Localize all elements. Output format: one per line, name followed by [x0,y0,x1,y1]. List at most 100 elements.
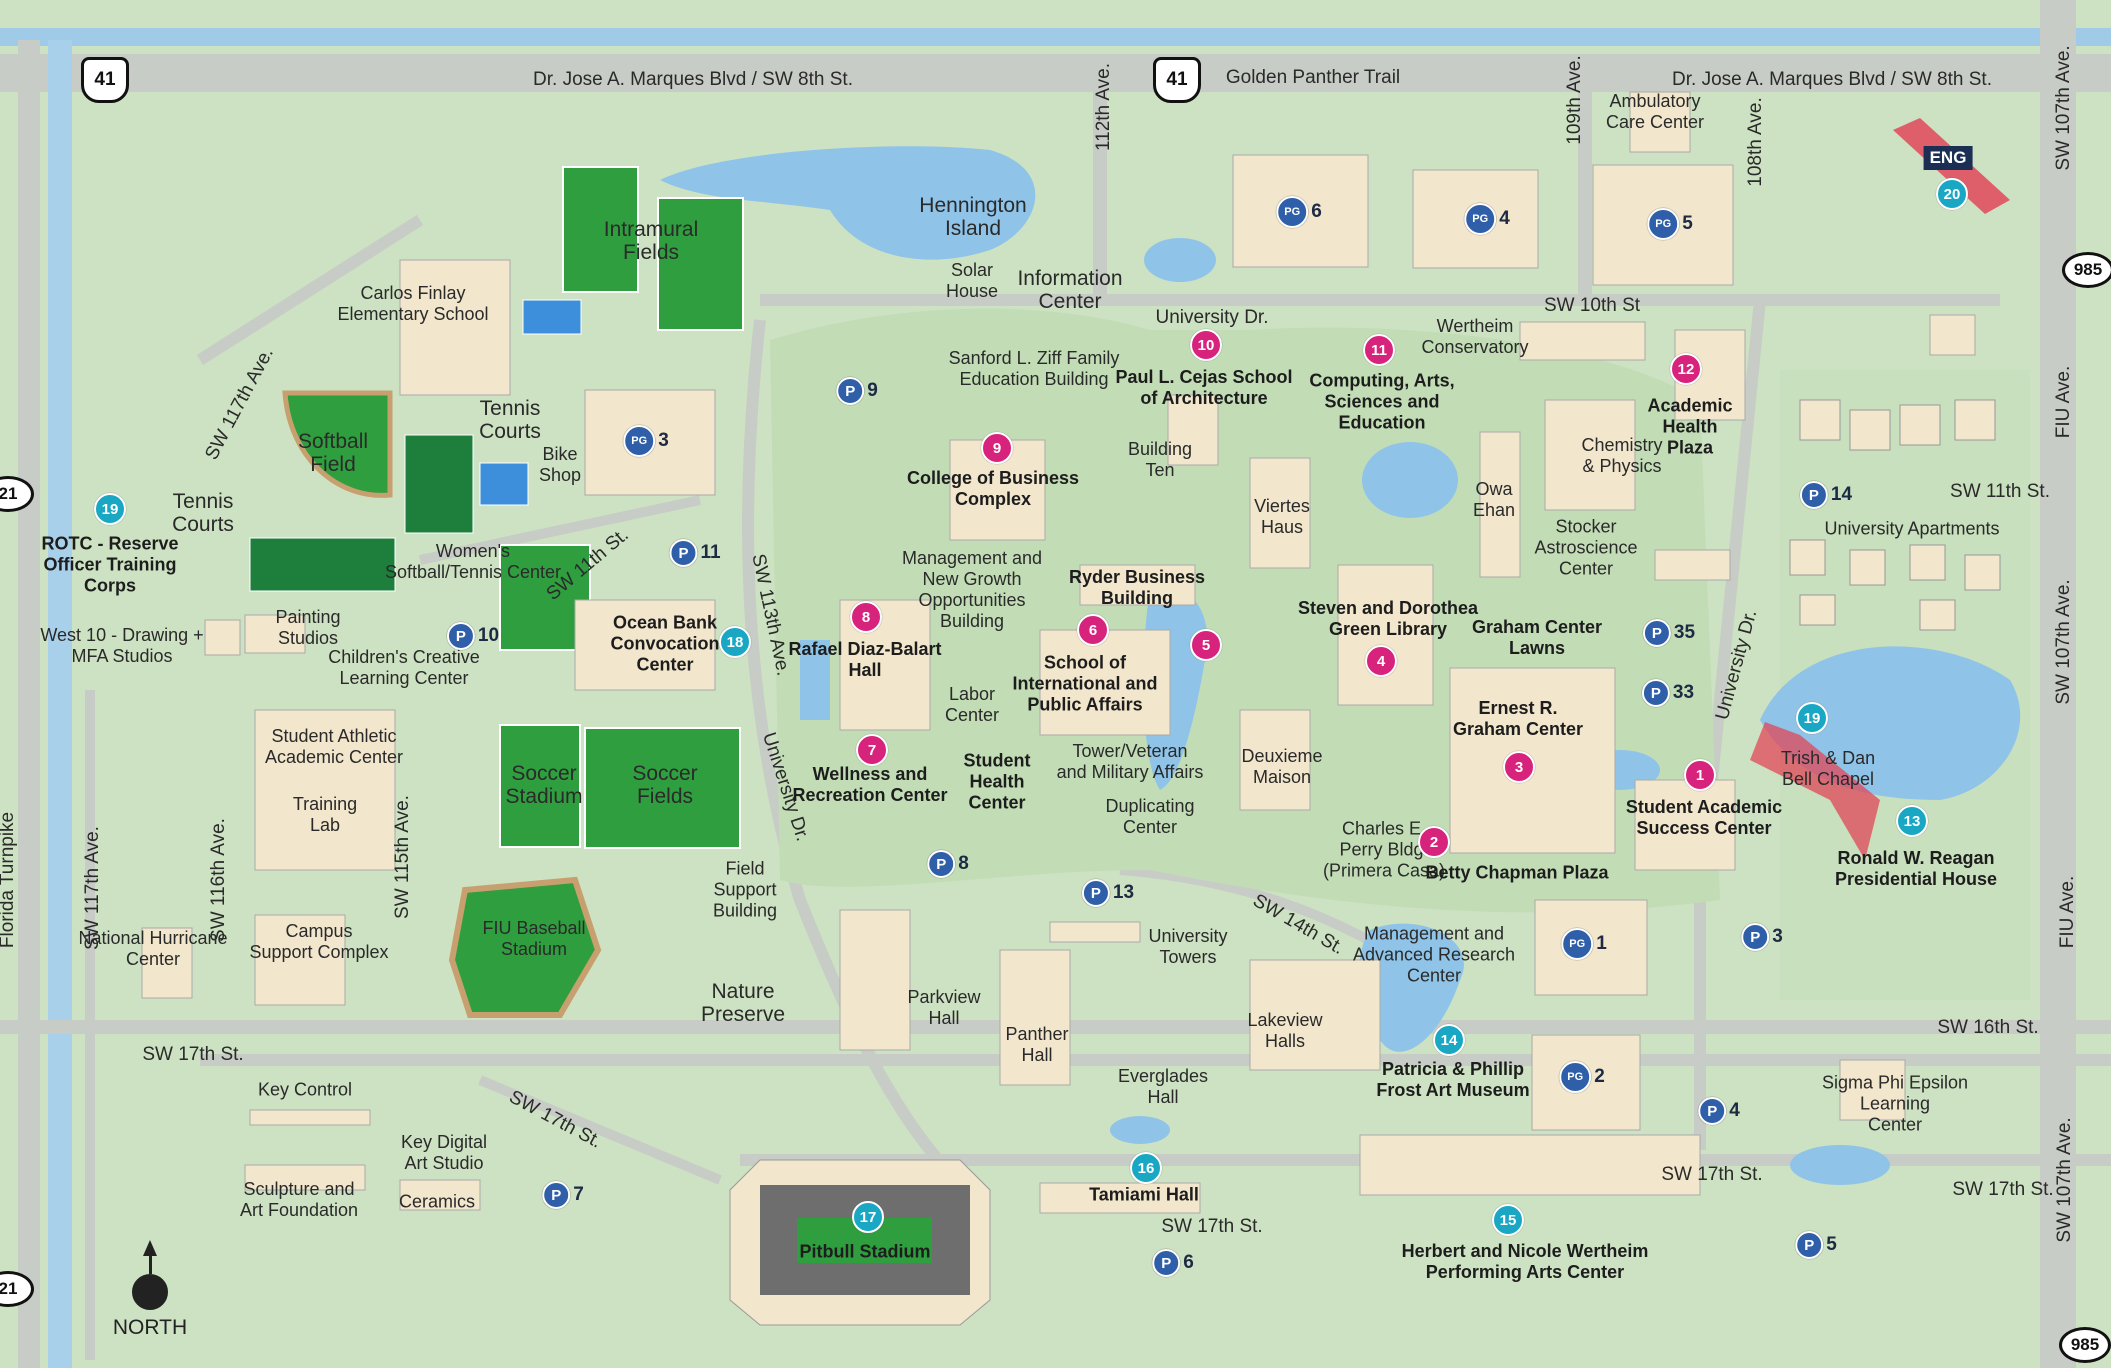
building-label[interactable]: University Towers [1148,926,1228,967]
building-label[interactable]: Wertheim Conservatory [1421,316,1529,357]
building-label[interactable]: Nature Preserve [700,980,786,1026]
building-label[interactable]: Steven and Dorothea Green Library [1297,598,1479,639]
building-label[interactable]: Charles E. Perry Bldg. (Primera Casa) [1322,818,1446,881]
building-label[interactable]: Management and New Growth Opportunities … [901,548,1043,631]
building-label[interactable]: Everglades Hall [1117,1066,1209,1107]
building-label[interactable]: Herbert and Nicole Wertheim Performing A… [1401,1241,1649,1282]
building-label[interactable]: University Apartments [1824,518,2000,539]
building-label[interactable]: Campus Support Complex [249,921,389,962]
building-label[interactable]: Deuxieme Maison [1241,746,1323,787]
building-label[interactable]: Hennington Island [919,194,1027,240]
building-label[interactable]: Graham Center Lawns [1471,617,1603,658]
building-label[interactable]: Tamiami Hall [1089,1184,1199,1205]
building-label[interactable]: Sigma Phi Epsilon Learning Center [1821,1072,1969,1135]
building-label[interactable]: Ambulatory Care Center [1605,91,1705,132]
building-label[interactable]: Pitbull Stadium [799,1241,931,1262]
landmark-marker[interactable]: 13 [1896,805,1928,837]
building-label[interactable]: Information Center [1017,267,1123,313]
building-label[interactable]: School of International and Public Affai… [1012,652,1158,715]
building-label[interactable]: Key Control [257,1079,353,1100]
destination-marker[interactable]: 3 [1503,751,1535,783]
destination-marker[interactable]: 7 [856,734,888,766]
landmark-marker[interactable]: 19 [94,493,126,525]
building-label[interactable]: Building Ten [1127,439,1193,480]
building-label[interactable]: Labor Center [944,684,1000,725]
building-label[interactable]: Parkview Hall [907,987,981,1028]
destination-marker[interactable]: 11 [1363,334,1395,366]
building-label[interactable]: Tower/Veteran and Military Affairs [1056,741,1204,782]
building-label[interactable]: Student Academic Success Center [1625,797,1783,838]
building-label[interactable]: Ernest R. Graham Center [1452,698,1584,739]
landmark-marker[interactable]: 20 [1936,178,1968,210]
building-label[interactable]: Bike Shop [538,444,582,485]
building-label[interactable]: Owa Ehan [1472,479,1516,520]
landmark-marker[interactable]: 18 [719,626,751,658]
building-label[interactable]: Softball Field [297,430,369,476]
building-label[interactable]: Key Digital Art Studio [400,1132,488,1173]
destination-marker[interactable]: 12 [1670,353,1702,385]
building-label[interactable]: Ryder Business Building [1068,567,1206,608]
building-label[interactable]: ROTC - Reserve Officer Training Corps [41,533,179,596]
building-label[interactable]: Lakeview Halls [1247,1010,1323,1051]
building-label[interactable]: Tennis Courts [479,397,541,443]
building-label[interactable]: Viertes Haus [1254,496,1310,537]
building-label[interactable]: Rafael Diaz-Balart Hall [788,639,942,680]
building-label[interactable]: Intramural Fields [603,218,699,264]
building-label[interactable]: Soccer Stadium [505,762,583,808]
landmark-marker[interactable]: 15 [1492,1204,1524,1236]
destination-marker[interactable]: 4 [1365,645,1397,677]
building-label[interactable]: Patricia & Phillip Frost Art Museum [1376,1059,1530,1100]
building-label[interactable]: Duplicating Center [1105,796,1195,837]
destination-marker[interactable]: 2 [1418,826,1450,858]
building-label[interactable]: National Hurricane Center [78,928,228,969]
destination-marker[interactable]: 6 [1077,614,1109,646]
building-label[interactable]: Ocean Bank Convocation Center [610,612,720,675]
building-label[interactable]: Student Health Center [963,750,1031,813]
building-label[interactable]: Ceramics [398,1191,476,1212]
building-label[interactable]: Soccer Fields [632,762,698,808]
landmark-marker[interactable]: 19 [1796,702,1828,734]
building-label[interactable]: Academic Health Plaza [1647,395,1733,458]
building-label[interactable]: Computing, Arts, Sciences and Education [1309,370,1455,433]
landmark-marker[interactable]: 14 [1433,1024,1465,1056]
building-label[interactable]: Panther Hall [1005,1024,1069,1065]
building-label[interactable]: Field Support Building [712,858,778,921]
building-label[interactable]: West 10 - Drawing + MFA Studios [40,625,204,666]
building-label[interactable]: Betty Chapman Plaza [1425,862,1609,883]
building-label[interactable]: Student Athletic Academic Center [264,726,404,767]
destination-marker[interactable]: 10 [1190,329,1222,361]
building-label[interactable]: Paul L. Cejas School of Architecture [1115,367,1293,408]
building-label[interactable]: Carlos Finlay Elementary School [337,283,489,324]
landmark-marker[interactable]: 17 [852,1201,884,1233]
building-label[interactable]: Sculpture and Art Foundation [239,1179,359,1220]
building-label[interactable]: Management and Advanced Research Center [1352,923,1516,986]
building-label[interactable]: FIU Baseball Stadium [482,918,586,959]
building-label[interactable]: Painting Studios [275,607,341,648]
landmark-marker[interactable]: 16 [1130,1152,1162,1184]
building-label[interactable]: Wellness and Recreation Center [792,764,948,805]
building-label[interactable]: Trish & Dan Bell Chapel [1780,748,1876,789]
building-label[interactable]: Ronald W. Reagan Presidential House [1834,848,1998,889]
destination-marker[interactable]: 5 [1190,629,1222,661]
destination-marker[interactable]: 8 [850,601,882,633]
building-label[interactable]: Children's Creative Learning Center [328,647,480,688]
engineering-badge[interactable]: ENG [1923,146,1973,170]
destination-marker[interactable]: 9 [981,432,1013,464]
destination-marker[interactable]: 1 [1684,759,1716,791]
